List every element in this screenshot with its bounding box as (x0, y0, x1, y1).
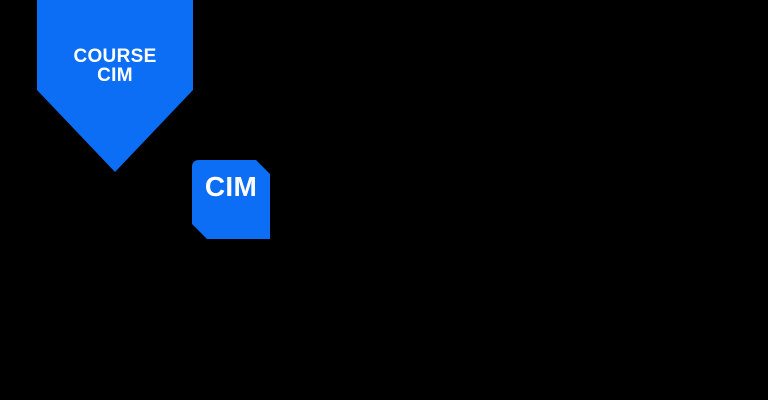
cim-logo-tile: CIM (192, 160, 270, 239)
tile-shape (192, 160, 270, 239)
tile-label: CIM (204, 171, 258, 202)
badge-bookmark-shape (37, 0, 193, 172)
badge-line1: COURSE (73, 46, 157, 67)
badge-text: COURSE CIM (37, 47, 193, 85)
course-cim-badge: COURSE CIM (37, 0, 193, 172)
badge-line2: CIM (97, 65, 133, 86)
